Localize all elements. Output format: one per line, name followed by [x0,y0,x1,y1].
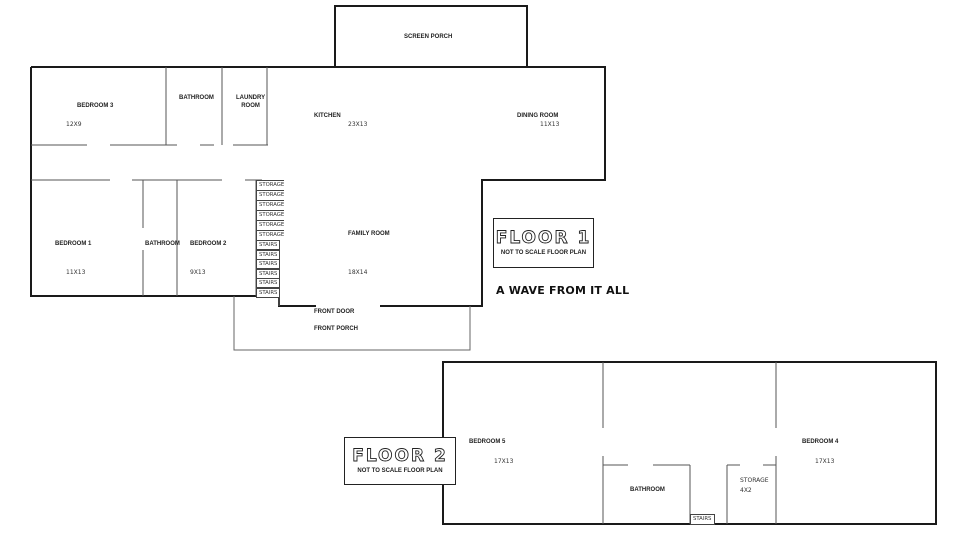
laundry-line2: ROOM [241,102,260,109]
stairs-cell: STAIRS [256,278,280,288]
front-porch-outline [233,296,471,351]
floor1-subtitle: NOT TO SCALE FLOOR PLAN [500,250,587,256]
floor2-bathroom-label: BATHROOM [630,487,665,493]
family-room-label: FAMILY ROOM [348,231,390,237]
bedroom4-label: BEDROOM 4 [802,439,839,445]
floor2-storage-size: 4X2 [740,487,752,494]
storage-cell: STORAGE [256,220,284,230]
floor1-badge: FLOOR 1 NOT TO SCALE FLOOR PLAN [493,218,594,268]
stairs-cell: STAIRS [256,249,280,260]
bedroom3-size: 12X9 [66,121,82,128]
floor2-interior-walls [602,362,777,524]
floor2-title: FLOOR 2 [352,446,448,466]
bedroom1-size: 11X13 [66,269,86,276]
bedroom3-label: BEDROOM 3 [77,103,114,109]
dining-room-size: 11X13 [540,121,560,128]
bedroom2-size: 9X13 [190,269,206,276]
front-porch-label: FRONT PORCH [314,326,358,332]
floor2-storage-label: STORAGE [740,477,769,484]
storage-cell: STORAGE [256,190,284,200]
storage-cell: STORAGE [256,200,284,210]
kitchen-size: 23X13 [348,121,368,128]
kitchen-label: KITCHEN [314,113,341,119]
bedroom2-label: BEDROOM 2 [190,241,227,247]
bedroom4-size: 17X13 [815,458,835,465]
bedroom5-label: BEDROOM 5 [469,439,506,445]
family-room-size: 18X14 [348,269,368,276]
stairs-cell: STAIRS [256,240,280,250]
storage-cell: STORAGE [256,180,284,190]
tagline: A WAVE FROM IT ALL [496,284,630,297]
storage-cell: STORAGE [256,210,284,220]
dining-room-label: DINING ROOM [517,113,559,119]
storage-cell: STORAGE [256,230,284,240]
front-door-label: FRONT DOOR [314,309,355,315]
floor2-badge: FLOOR 2 NOT TO SCALE FLOOR PLAN [344,437,456,485]
stairs-cell: STAIRS [256,259,280,269]
bedroom5-size: 17X13 [494,458,514,465]
bathroom-mid-label: BATHROOM [145,241,180,247]
laundry-room-label: LAUNDRY ROOM [236,95,265,110]
bedroom1-label: BEDROOM 1 [55,241,92,247]
stairs-cell: STAIRS [256,268,280,279]
laundry-line1: LAUNDRY [236,95,266,101]
floor1-title: FLOOR 1 [495,228,592,248]
bathroom-top-label: BATHROOM [179,95,214,101]
floor2-stairs-cell: STAIRS [690,514,715,525]
floor1-interior-walls [31,67,268,296]
screen-porch-label: SCREEN PORCH [404,34,453,40]
stairs-cell: STAIRS [256,287,280,298]
floor2-subtitle: NOT TO SCALE FLOOR PLAN [357,468,443,474]
